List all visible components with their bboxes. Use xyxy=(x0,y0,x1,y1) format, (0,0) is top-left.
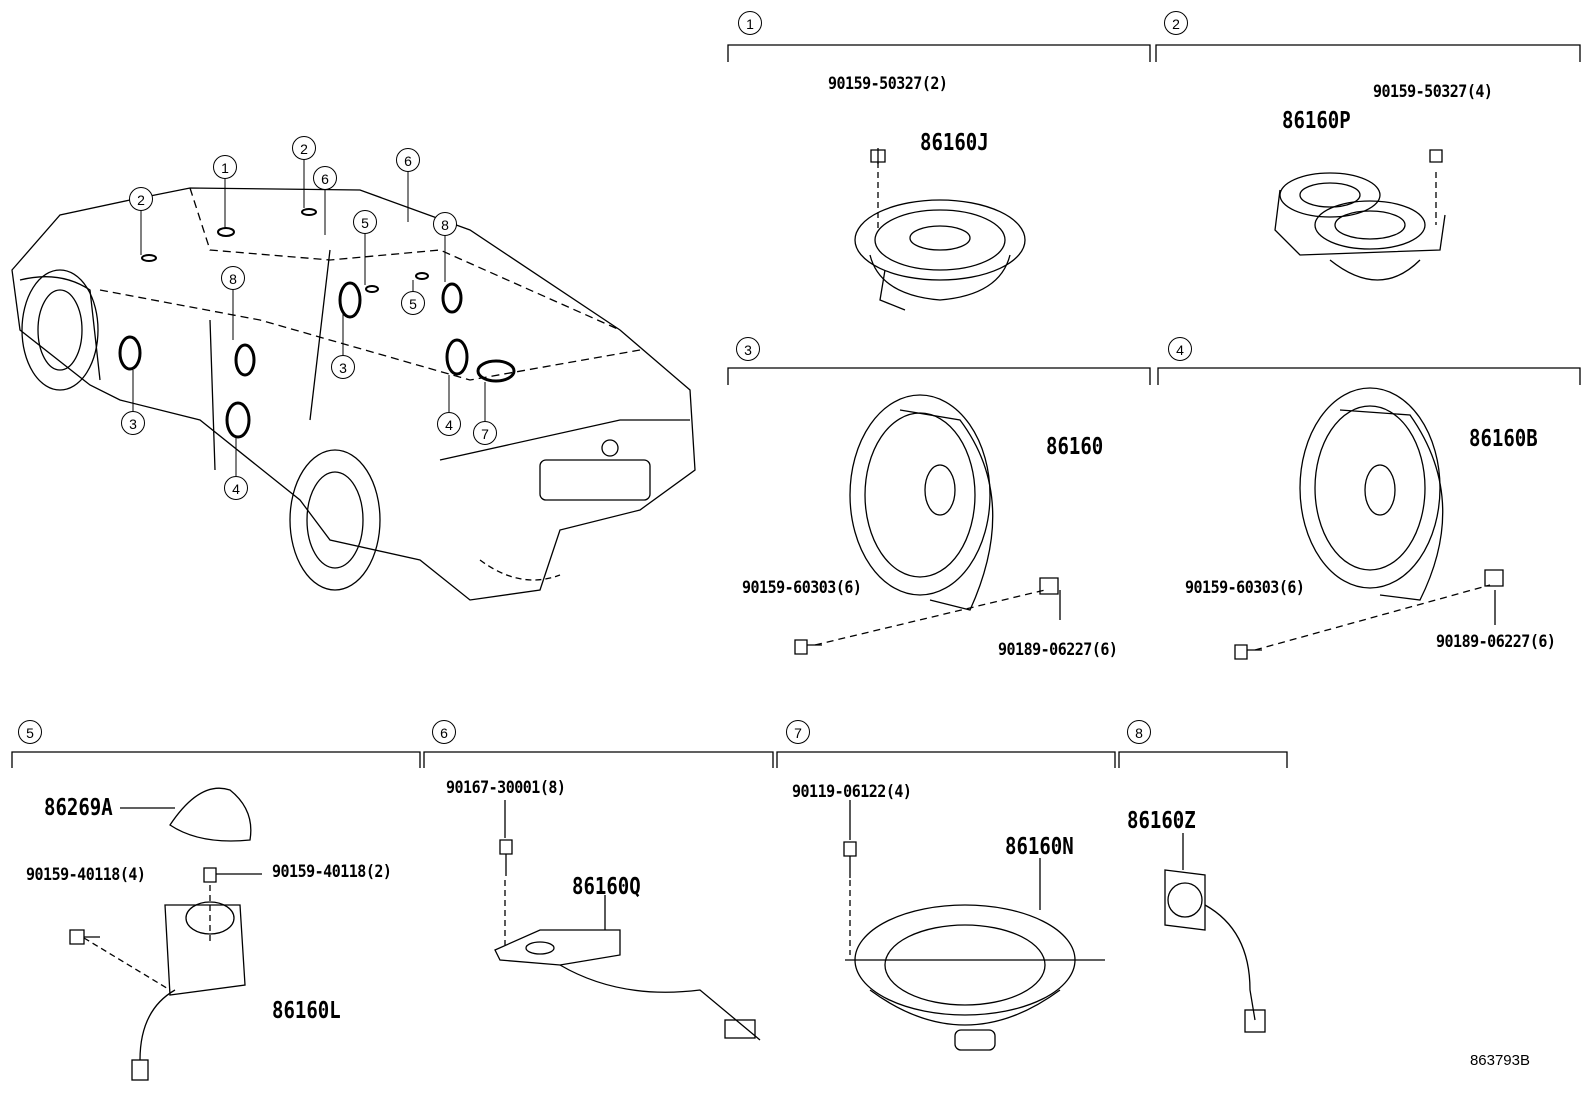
part-86160Q: 86160Q xyxy=(572,873,641,901)
callout-3: 3 xyxy=(331,355,355,379)
speaker-86160P xyxy=(1274,149,1446,281)
speaker-86160N xyxy=(843,800,1105,1051)
callout-2: 2 xyxy=(292,136,316,160)
callout-5: 5 xyxy=(353,210,377,234)
speaker-86160Z xyxy=(1164,833,1266,1033)
section-brackets xyxy=(11,44,1581,768)
callout-1: 1 xyxy=(213,155,237,179)
part-90119-06122-4: 90119-06122(4) xyxy=(792,780,912,802)
part-90189-06227-6: 90189-06227(6) xyxy=(998,638,1118,660)
section-5-number: 5 xyxy=(18,720,42,744)
callout-8: 8 xyxy=(221,266,245,290)
speaker-86160 xyxy=(794,394,1061,655)
callout-8: 8 xyxy=(433,212,457,236)
callout-6: 6 xyxy=(396,148,420,172)
part-86160J: 86160J xyxy=(920,129,989,157)
callout-6: 6 xyxy=(313,166,337,190)
speaker-86160J xyxy=(854,148,1026,311)
callout-2: 2 xyxy=(129,187,153,211)
diagram-code: 863793B xyxy=(1469,1052,1530,1069)
section-2-number: 2 xyxy=(1164,11,1188,35)
parts-section-6 xyxy=(494,800,761,1041)
part-90159-60303-6: 90159-60303(6) xyxy=(1185,576,1305,598)
part-90189-06227-6: 90189-06227(6) xyxy=(1436,630,1556,652)
section-8-number: 8 xyxy=(1127,720,1151,744)
speaker-markers xyxy=(118,208,516,439)
part-90159-40118-2: 90159-40118(2) xyxy=(272,860,392,882)
callout-leaders xyxy=(132,158,486,476)
part-86160B: 86160B xyxy=(1469,425,1538,453)
part-90159-50327-2: 90159-50327(2) xyxy=(828,72,948,94)
part-86269A: 86269A xyxy=(44,794,113,822)
callout-4: 4 xyxy=(437,412,461,436)
speaker-86160B xyxy=(1234,387,1504,660)
part-86160P: 86160P xyxy=(1282,107,1351,135)
part-86160L: 86160L xyxy=(272,997,341,1025)
section-1-number: 1 xyxy=(738,11,762,35)
section-7-number: 7 xyxy=(786,720,810,744)
part-90167-30001-8: 90167-30001(8) xyxy=(446,776,566,798)
part-86160Z: 86160Z xyxy=(1127,807,1196,835)
callout-4: 4 xyxy=(224,476,248,500)
callout-5: 5 xyxy=(401,291,425,315)
car-illustration xyxy=(11,187,696,601)
part-90159-50327-4: 90159-50327(4) xyxy=(1373,80,1493,102)
part-86160N: 86160N xyxy=(1005,833,1074,861)
callout-7: 7 xyxy=(473,421,497,445)
part-86160: 86160 xyxy=(1046,433,1104,461)
section-4-number: 4 xyxy=(1168,337,1192,361)
section-6-number: 6 xyxy=(432,720,456,744)
parts-section-5 xyxy=(69,787,262,1081)
part-90159-60303-6: 90159-60303(6) xyxy=(742,576,862,598)
section-3-number: 3 xyxy=(736,337,760,361)
part-90159-40118-4: 90159-40118(4) xyxy=(26,863,146,885)
callout-3: 3 xyxy=(121,411,145,435)
